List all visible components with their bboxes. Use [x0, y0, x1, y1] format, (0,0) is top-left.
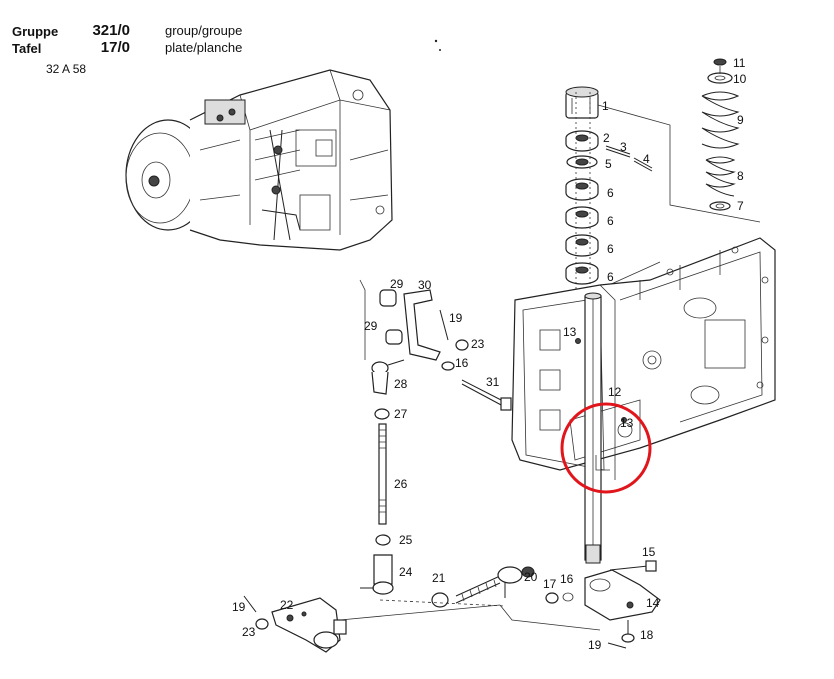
part-label-10: 10 [733, 72, 747, 86]
part-label-14: 14 [646, 596, 660, 610]
part-label-23a: 23 [471, 337, 485, 351]
lever-assembly [499, 560, 661, 649]
part-label-6b: 6 [607, 214, 614, 228]
part-label-16b: 16 [560, 572, 574, 586]
part-label-19a: 19 [449, 311, 463, 325]
gruppe-description: group/groupe [165, 23, 243, 38]
part-label-15: 15 [642, 545, 656, 559]
part-label-25: 25 [399, 533, 413, 547]
part-label-8: 8 [737, 169, 744, 183]
tafel-value: 17/0 [100, 39, 130, 56]
part-label-19b: 19 [232, 600, 246, 614]
part-label-31: 31 [486, 375, 500, 389]
part-label-27: 27 [394, 407, 408, 421]
linkage-assembly [243, 279, 535, 653]
part-label-29b: 29 [364, 319, 378, 333]
part-label-9: 9 [737, 113, 744, 127]
part-label-22: 22 [280, 598, 294, 612]
housing-cover [511, 237, 776, 480]
part-label-19c: 19 [588, 638, 602, 652]
highlight-circle [560, 402, 652, 494]
part-label-13b: 13 [620, 416, 634, 430]
part-label-6a: 6 [607, 186, 614, 200]
part-label-20: 20 [524, 570, 538, 584]
part-label-30: 30 [418, 278, 432, 292]
part-label-26: 26 [394, 477, 408, 491]
part-label-2: 2 [603, 131, 610, 145]
part-label-28: 28 [394, 377, 408, 391]
part-label-6d: 6 [607, 270, 614, 284]
part-label-23b: 23 [242, 625, 256, 639]
part-label-21: 21 [432, 571, 446, 585]
part-label-5: 5 [605, 157, 612, 171]
part-label-6c: 6 [607, 242, 614, 256]
part-label-1: 1 [602, 99, 609, 113]
spring-stack [701, 58, 740, 211]
part-label-12: 12 [608, 385, 622, 399]
tafel-description: plate/planche [165, 40, 243, 55]
gruppe-value: 321/0 [92, 22, 130, 39]
drawing-code: 32 A 58 [46, 62, 87, 76]
gruppe-label: Gruppe [12, 24, 59, 39]
part-label-3: 3 [620, 140, 627, 154]
part-label-29a: 29 [390, 277, 404, 291]
part-label-4: 4 [643, 152, 650, 166]
shift-rod [575, 292, 627, 564]
part-label-7: 7 [737, 199, 744, 213]
part-label-18: 18 [640, 628, 654, 642]
part-label-16a: 16 [455, 356, 469, 370]
part-label-24: 24 [399, 565, 413, 579]
tafel-label: Tafel [12, 41, 42, 56]
part-label-11: 11 [733, 56, 746, 70]
transmission-overview-illustration [125, 69, 393, 251]
part-label-13a: 13 [563, 325, 577, 339]
valve-stack [565, 86, 761, 291]
part-label-17: 17 [543, 577, 557, 591]
